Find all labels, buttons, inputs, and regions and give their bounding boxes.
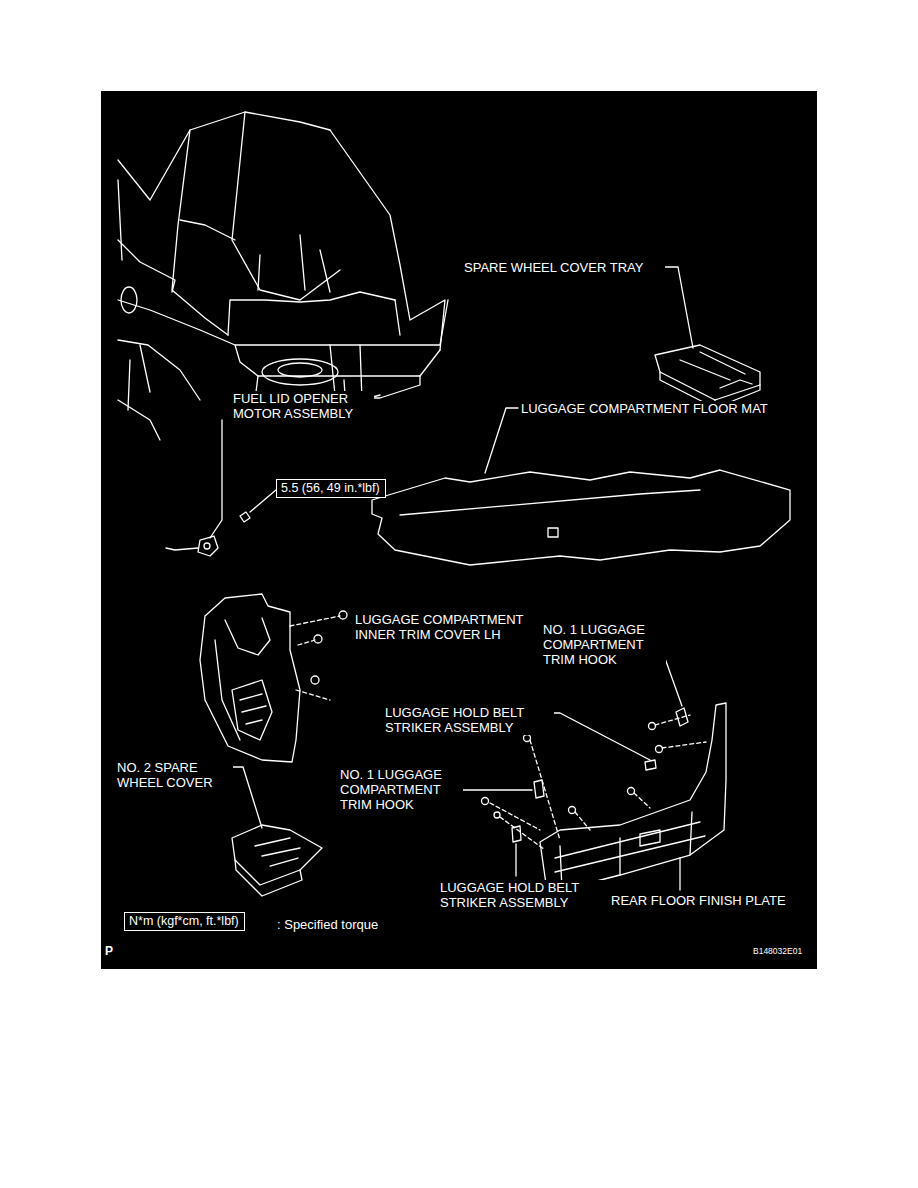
- screw-lines: [490, 715, 706, 850]
- leader-line: [210, 420, 222, 538]
- part-name: LUGGAGE COMPARTMENT FLOOR MAT: [520, 401, 812, 416]
- car-illustration: [118, 112, 448, 440]
- part-name: REAR FLOOR FINISH PLATE: [610, 893, 817, 908]
- diagram-panel: [101, 91, 817, 969]
- luggage-compartment-floor-mat: [372, 470, 790, 565]
- part-name: NO. 2 SPARE WHEEL COVER: [116, 760, 233, 790]
- torque-text: 5.5 (56, 49 in.*lbf): [281, 481, 380, 495]
- part-name: LUGGAGE COMPARTMENT INNER TRIM COVER LH: [354, 612, 551, 642]
- inner-trim-cover: [200, 594, 300, 762]
- torque-legend-box: N*m (kgf*cm, ft.*lbf): [124, 912, 245, 931]
- part-name: LUGGAGE HOLD BELT STRIKER ASSEMBLY: [439, 880, 609, 910]
- leader-line: [654, 267, 693, 348]
- part-name: FUEL LID OPENER MOTOR ASSEMBLY: [232, 391, 374, 421]
- leader-line: [548, 713, 650, 760]
- figure-code: B148032E01: [752, 946, 816, 957]
- torque-value-box: 5.5 (56, 49 in.*lbf): [276, 479, 386, 498]
- leader-line: [250, 490, 276, 512]
- legend-text: : Specified torque: [276, 917, 438, 932]
- leader-line: [679, 858, 680, 890]
- part-name: NO. 1 LUGGAGE COMPARTMENT TRIM HOOK: [339, 767, 463, 812]
- part-name: NO. 1 LUGGAGE COMPARTMENT TRIM HOOK: [542, 622, 666, 667]
- leader-line: [515, 844, 516, 876]
- torque-text: N*m (kgf*cm, ft.*lbf): [129, 914, 239, 928]
- fuel-lid-opener-motor: [166, 512, 250, 556]
- screw-lines: [290, 616, 340, 700]
- no2-spare-wheel-cover: [232, 825, 322, 896]
- leader-line: [485, 408, 518, 473]
- clips: [311, 611, 347, 684]
- part-name: SPARE WHEEL COVER TRAY: [463, 260, 665, 275]
- spare-wheel-cover-tray: [655, 345, 760, 408]
- page-mark: P: [104, 944, 126, 958]
- rear-floor-finish-plate: [540, 703, 726, 890]
- part-name: LUGGAGE HOLD BELT STRIKER ASSEMBLY: [384, 705, 554, 735]
